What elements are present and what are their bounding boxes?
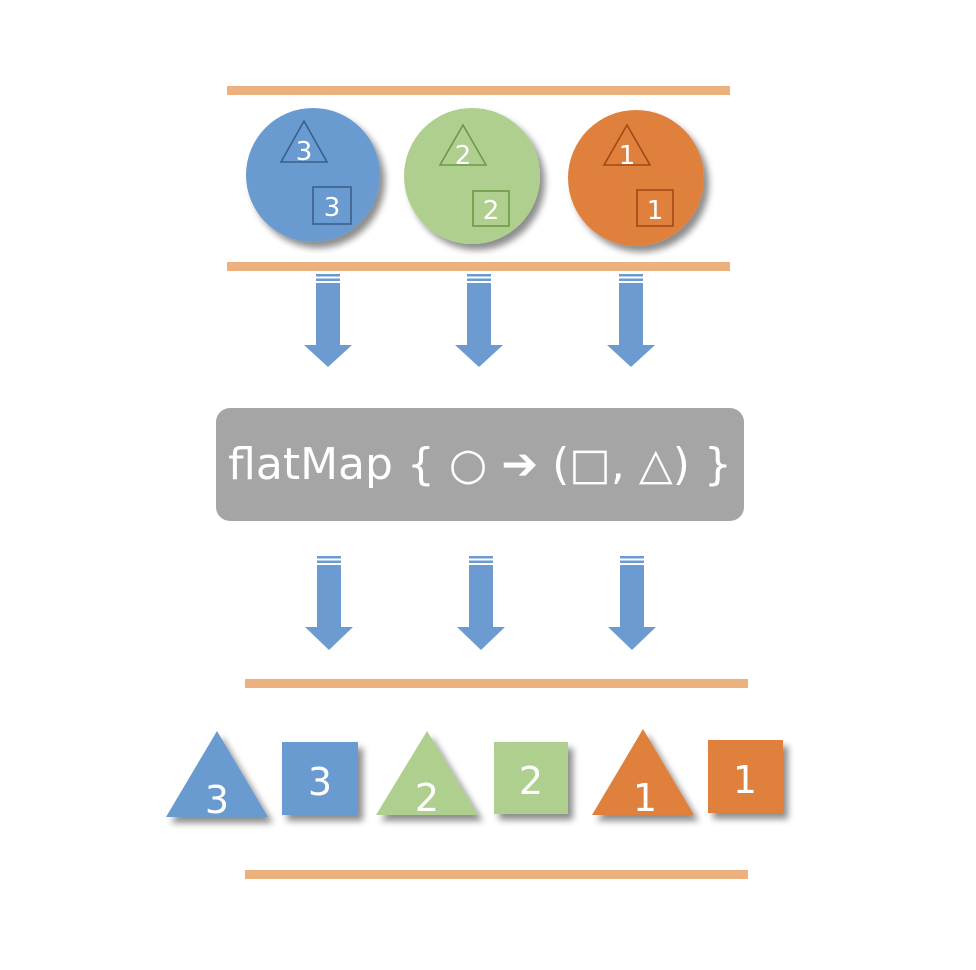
square-label: 1 xyxy=(647,196,664,226)
square-label: 2 xyxy=(519,759,543,803)
input-item-green: 2 2 xyxy=(404,108,540,244)
output-square-orange: 1 xyxy=(708,740,783,813)
input-circle xyxy=(568,110,704,246)
square-shape xyxy=(494,742,568,814)
down-arrow-icon xyxy=(608,556,656,650)
triangle-shape xyxy=(376,731,478,815)
square-icon xyxy=(636,189,674,227)
triangle-label: 2 xyxy=(455,141,472,171)
input-circle xyxy=(246,108,380,242)
triangle-label: 3 xyxy=(296,137,313,167)
square-shape xyxy=(708,740,783,813)
output-square-green: 2 xyxy=(494,742,568,814)
square-label: 1 xyxy=(733,758,757,802)
triangle-label: 1 xyxy=(633,776,657,820)
down-arrow-icon xyxy=(607,274,655,367)
square-label: 3 xyxy=(324,193,341,223)
triangle-label: 3 xyxy=(205,778,229,822)
input-rail-top xyxy=(227,86,730,95)
input-circle xyxy=(404,108,540,244)
triangle-icon xyxy=(279,119,329,163)
square-label: 2 xyxy=(483,196,500,226)
square-label: 3 xyxy=(308,760,332,804)
triangle-label: 1 xyxy=(619,141,636,171)
output-rail-bottom xyxy=(245,870,748,879)
square-shape xyxy=(282,742,358,815)
down-arrow-icon xyxy=(305,556,353,650)
flatmap-operator-box: flatMap { ○ ➔ (□, △) } xyxy=(216,408,744,521)
square-icon xyxy=(472,190,510,227)
down-arrow-icon xyxy=(304,274,352,367)
triangle-shape xyxy=(592,729,694,815)
output-triangle-green: 2 xyxy=(376,731,478,820)
square-icon xyxy=(312,186,352,225)
input-item-orange: 1 1 xyxy=(568,110,704,246)
input-item-blue: 3 3 xyxy=(246,108,380,242)
triangle-icon xyxy=(602,123,652,166)
output-rail-top xyxy=(245,679,748,688)
operator-label: flatMap { ○ ➔ (□, △) } xyxy=(228,439,732,490)
output-triangle-orange: 1 xyxy=(592,729,694,820)
triangle-icon xyxy=(438,123,488,166)
down-arrow-icon xyxy=(457,556,505,650)
output-triangle-blue: 3 xyxy=(166,731,268,822)
triangle-label: 2 xyxy=(415,776,439,820)
output-square-blue: 3 xyxy=(282,742,358,815)
down-arrow-icon xyxy=(455,274,503,367)
triangle-shape xyxy=(166,731,268,817)
input-rail-bottom xyxy=(227,262,730,271)
